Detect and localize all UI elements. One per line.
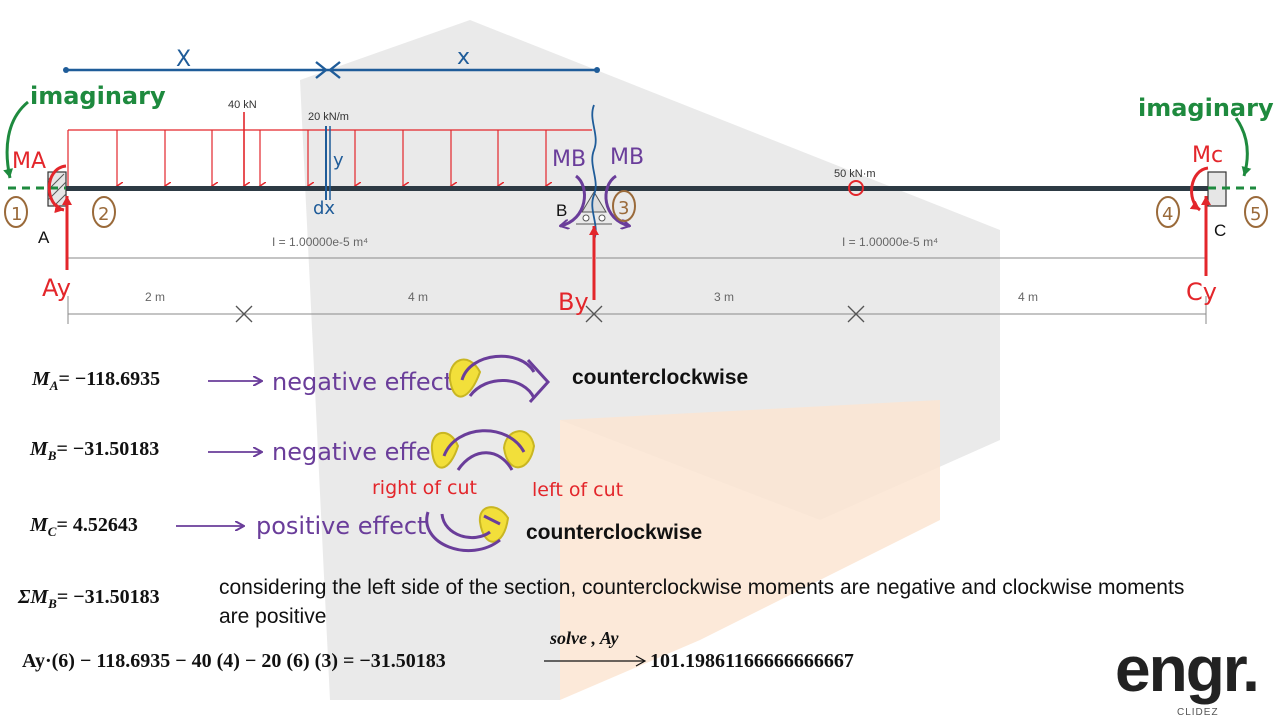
node-3: 3 (618, 198, 629, 219)
x-right-label: x (457, 45, 470, 70)
x-dimension (63, 61, 600, 79)
label-a: A (38, 228, 50, 247)
cy-label: Cy (1186, 278, 1217, 306)
final-equation-lhs: Ay·(6) − 118.6935 − 40 (4) − 20 (6) (3) … (22, 650, 446, 672)
ccw-arrow-icon-2 (430, 429, 536, 471)
mb-right-label: MB (610, 145, 644, 170)
applied-moment-label: 50 kN·m (834, 168, 876, 180)
label-b: B (556, 201, 567, 220)
dx-label: dx (313, 198, 335, 219)
final-result: 101.19861166666666667 (650, 650, 854, 672)
logo-sub-text: CLIDEZ (1177, 707, 1219, 718)
dim-4m-left: 4 m (408, 290, 428, 304)
mb-equation: MB= −31.50183 (30, 438, 160, 463)
positive-effect: positive effect (256, 512, 426, 540)
negative-effect-2: negative effect (272, 438, 453, 466)
distributed-load-label: 20 kN/m (308, 111, 349, 123)
applied-moment-marker (848, 180, 864, 196)
left-of-cut-label: left of cut (532, 479, 623, 501)
inertia-left-label: I = 1.00000e-5 m⁴ (272, 235, 368, 249)
ma-label: MA (12, 149, 46, 174)
engr-logo: engr. CLIDEZ (1115, 633, 1275, 718)
ccw-arrow-icon-1 (448, 354, 551, 404)
x-left-label: X (176, 47, 191, 72)
dim-4m-right: 4 m (1018, 290, 1038, 304)
roller-support-b (576, 191, 612, 225)
cw-arrow-icon (425, 506, 510, 553)
mc-label: Mc (1192, 143, 1223, 168)
label-c: C (1214, 221, 1226, 240)
logo-main-text: engr. (1115, 633, 1260, 705)
ccw-note-2: counterclockwise (526, 521, 703, 544)
node-markers (4, 190, 1268, 228)
sum-mb-equation: ΣMB= −31.50183 (18, 586, 160, 611)
imaginary-right-label: imaginary (1138, 94, 1274, 122)
solve-label: solve , Ay (550, 628, 619, 648)
mb-left-label: MB (552, 147, 586, 172)
section-cut-b (591, 104, 597, 241)
node-5: 5 (1250, 204, 1261, 225)
node-4: 4 (1162, 204, 1173, 225)
negative-effect-1: negative effect (272, 368, 453, 396)
y-label: y (333, 150, 344, 171)
dim-3m: 3 m (714, 290, 734, 304)
imaginary-left-label: imaginary (30, 82, 166, 110)
right-of-cut-label: right of cut (372, 477, 477, 499)
inertia-right-label: I = 1.00000e-5 m⁴ (842, 235, 938, 249)
node-1: 1 (11, 204, 22, 225)
ma-equation: MA= −118.6935 (32, 368, 161, 393)
ay-label: Ay (42, 274, 71, 302)
beam (66, 186, 1208, 191)
mc-equation: MC= 4.52643 (30, 514, 138, 539)
node-2: 2 (98, 204, 109, 225)
ccw-note-1: counterclockwise (572, 366, 749, 389)
point-load-label: 40 kN (228, 99, 257, 111)
by-label: By (558, 288, 589, 316)
explanation-note: considering the left side of the section… (219, 576, 1185, 628)
dim-2m: 2 m (145, 290, 165, 304)
